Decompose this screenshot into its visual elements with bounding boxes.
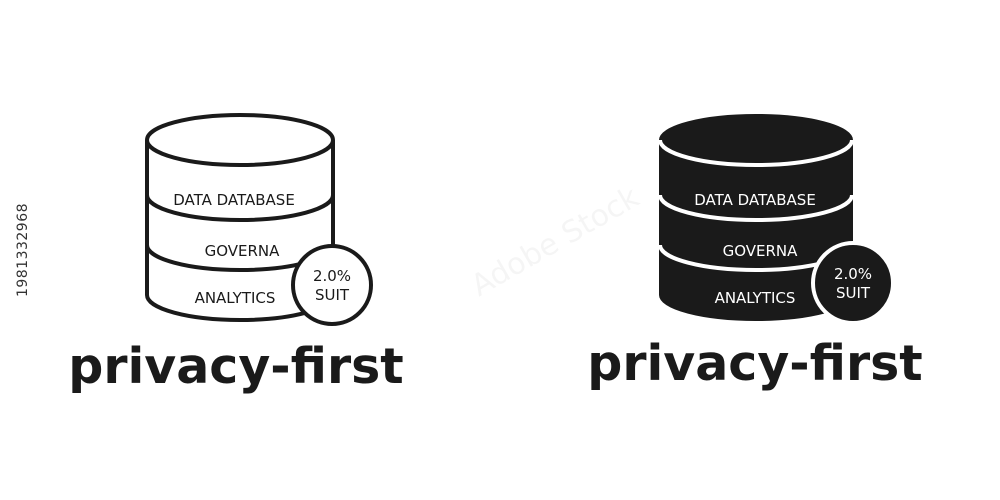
layer-bottom-label: ANALYTICS bbox=[715, 289, 796, 307]
stock-watermark: Adobe Stock bbox=[465, 179, 645, 303]
layer-middle-label: GOVERNA bbox=[723, 242, 799, 260]
badge-line-2: SUIT bbox=[315, 286, 350, 304]
stock-id-label: 1981332968 bbox=[15, 202, 31, 298]
badge-line-2: SUIT bbox=[836, 284, 871, 302]
layer-top-label: DATA DATABASE bbox=[694, 191, 816, 209]
caption: privacy-first bbox=[68, 338, 403, 395]
percent-badge bbox=[811, 241, 895, 325]
percent-badge bbox=[291, 244, 373, 326]
layer-top-label: DATA DATABASE bbox=[173, 191, 295, 209]
filled-database-icon: DATA DATABASE GOVERNA ANALYTICS 2.0% SUI… bbox=[587, 114, 923, 392]
badge-line-1: 2.0% bbox=[834, 265, 872, 283]
lid-divider bbox=[658, 139, 854, 167]
layer-middle-label: GOVERNA bbox=[205, 242, 281, 260]
badge-line-1: 2.0% bbox=[313, 267, 351, 285]
layer-divider-1 bbox=[658, 194, 854, 222]
outline-database-icon: DATA DATABASE GOVERNA ANALYTICS 2.0% SUI… bbox=[68, 113, 404, 395]
layer-bottom-label: ANALYTICS bbox=[195, 289, 276, 307]
caption: privacy-first bbox=[587, 335, 922, 392]
cylinder-lid bbox=[145, 113, 335, 167]
layer-divider-1 bbox=[145, 194, 335, 222]
